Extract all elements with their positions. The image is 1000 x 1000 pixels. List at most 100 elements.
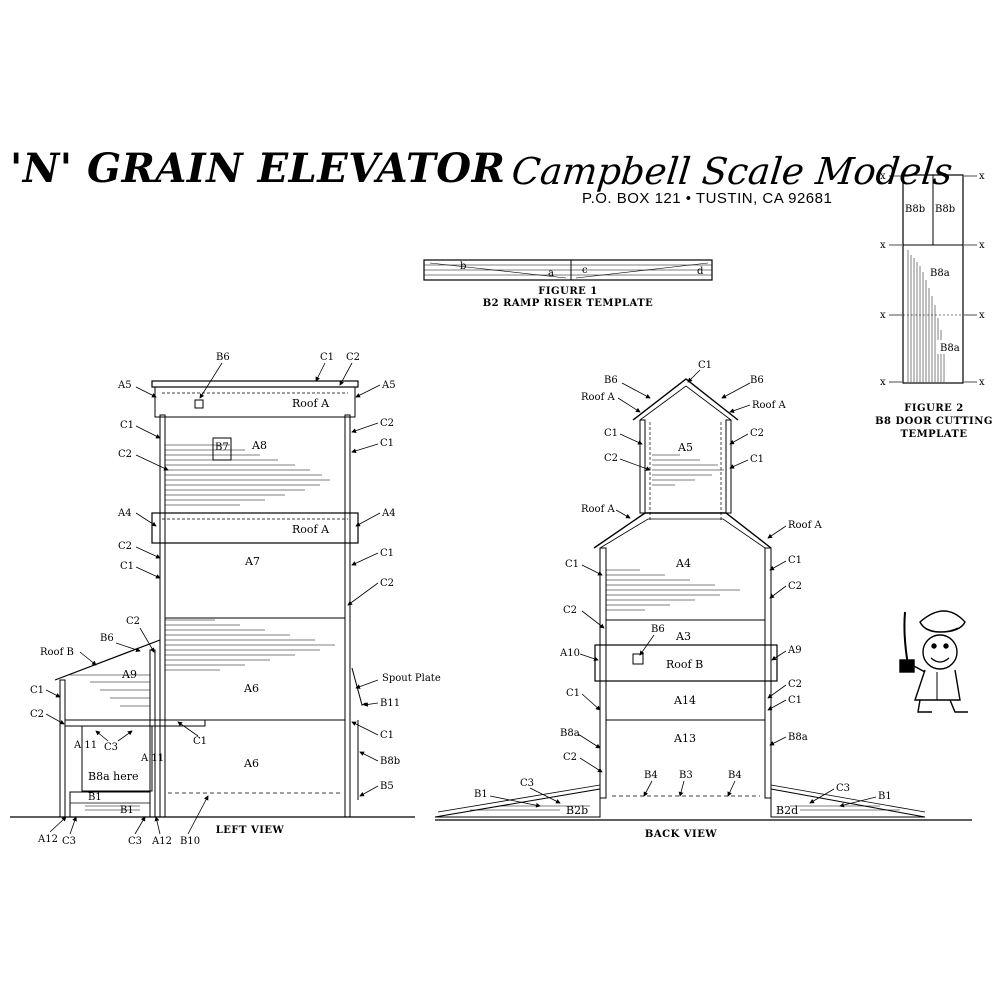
bv-caption: BACK VIEW <box>645 829 717 840</box>
lv-c2-l1: C2 <box>118 449 132 460</box>
lv-b6-low: B6 <box>100 633 114 644</box>
lv-c3-mid: C3 <box>128 836 142 847</box>
lv-a8: A8 <box>251 439 267 452</box>
bv-a5: A5 <box>677 441 693 454</box>
bv-c2-r2: C2 <box>788 581 802 592</box>
left-view-hatching <box>70 444 335 811</box>
lv-b1-bottom: B1 <box>120 805 134 816</box>
left-view-labels: B6 C1 C2 A5 A5 Roof A C1 C2 B7 A8 C2 C1 … <box>30 352 441 847</box>
page-title: 'N' GRAIN ELEVATOR <box>10 145 506 192</box>
engineer-mascot-icon <box>899 610 968 713</box>
lv-c1-r2: C1 <box>380 548 394 559</box>
fig2-cell-b8a-upper: B8a <box>930 268 950 279</box>
bv-b6-mid: B6 <box>651 624 665 635</box>
fig2-x-2r: x <box>979 240 985 251</box>
bv-roof-a-l1: Roof A <box>581 392 615 403</box>
lv-c2-r2: C2 <box>380 578 394 589</box>
bv-b1-left: B1 <box>474 789 488 800</box>
fig1-label-c: c <box>582 265 588 276</box>
figure-2-door-cutting-template: B8b B8b B8a B8a x x x x x x x x FIGURE 2… <box>875 171 992 440</box>
bv-c1-l3: C1 <box>566 688 580 699</box>
lv-roof-a-top: Roof A <box>292 397 330 410</box>
fig2-x-3l: x <box>880 310 886 321</box>
bv-b3: B3 <box>679 770 693 781</box>
lv-a6-lower: A6 <box>243 757 259 770</box>
lv-caption: LEFT VIEW <box>216 825 285 836</box>
lv-a11-right: A 11 <box>140 753 164 764</box>
bv-c1-r1: C1 <box>750 454 764 465</box>
fig2-x-2l: x <box>880 240 886 251</box>
fig1-caption-1: FIGURE 1 <box>538 286 597 297</box>
bv-c2-r1: C2 <box>750 428 764 439</box>
lv-spout-plate: Spout Plate <box>382 673 441 684</box>
lv-a11-left: A 11 <box>73 740 97 751</box>
bv-b4-left: B4 <box>644 770 658 781</box>
lv-a12-mid: A12 <box>151 836 172 847</box>
fig2-x-1r: x <box>979 171 985 182</box>
lv-a4-right: A4 <box>381 508 396 519</box>
lv-b6-top: B6 <box>216 352 230 363</box>
bv-c2-l3: C2 <box>563 752 577 763</box>
bv-b8a-right: B8a <box>788 732 808 743</box>
lv-b1-top: B1 <box>88 792 102 803</box>
bv-a13: A13 <box>673 732 696 745</box>
lv-a7: A7 <box>244 555 260 568</box>
lv-a5-left: A5 <box>117 380 132 391</box>
bv-c1-l2: C1 <box>565 559 579 570</box>
bv-b2b: B2b <box>566 804 588 817</box>
bv-roof-a-r1: Roof A <box>752 400 786 411</box>
brand-address: P.O. BOX 121 • TUSTIN, CA 92681 <box>582 190 833 207</box>
lv-c1-top: C1 <box>320 352 334 363</box>
fig2-caption-1: FIGURE 2 <box>904 403 963 414</box>
lv-c1-mid: C1 <box>193 736 207 747</box>
lv-b8a-here: B8a here <box>88 770 139 783</box>
bv-a4: A4 <box>675 557 691 570</box>
fig2-x-1l: x <box>880 171 886 182</box>
lv-roof-b: Roof B <box>40 647 74 658</box>
fig2-caption-3: TEMPLATE <box>901 429 968 440</box>
fig2-cell-b8b-right: B8b <box>935 204 955 215</box>
lv-c3-left: C3 <box>62 836 76 847</box>
bv-a10: A10 <box>559 648 580 659</box>
back-view-drawing <box>434 378 972 821</box>
lv-a4-left: A4 <box>117 508 132 519</box>
left-view-leaders <box>45 362 381 835</box>
lv-c1-r1: C1 <box>380 438 394 449</box>
lv-b5: B5 <box>380 781 394 792</box>
left-view-drawing <box>10 380 415 818</box>
lv-a12-left: A12 <box>37 834 58 845</box>
bv-a9: A9 <box>787 645 802 656</box>
lv-c2-l4: C2 <box>30 709 44 720</box>
fig2-x-4l: x <box>880 377 886 388</box>
fig2-x-4r: x <box>979 377 985 388</box>
lv-a5-right: A5 <box>381 380 396 391</box>
bv-roof-a-r2: Roof A <box>788 520 822 531</box>
lv-c1-l2: C1 <box>120 561 134 572</box>
fig2-cell-b8b-left: B8b <box>905 204 925 215</box>
lv-b10: B10 <box>180 836 200 847</box>
bv-c2-l2: C2 <box>563 605 577 616</box>
fig1-label-a: a <box>548 268 554 279</box>
lv-b11: B11 <box>380 698 400 709</box>
back-view-hatching <box>470 454 900 811</box>
bv-c2-r3: C2 <box>788 679 802 690</box>
bv-c3-right: C3 <box>836 783 850 794</box>
fig2-x-3r: x <box>979 310 985 321</box>
bv-roof-a-l2: Roof A <box>581 504 615 515</box>
bv-b8a-left: B8a <box>560 728 580 739</box>
lv-b7: B7 <box>215 442 229 453</box>
lv-c1-r3: C1 <box>380 730 394 741</box>
lv-c2-l3: C2 <box>126 616 140 627</box>
back-view-leaders <box>489 369 877 808</box>
lv-c1-l3: C1 <box>30 685 44 696</box>
bv-b6-left: B6 <box>604 375 618 386</box>
lv-roof-a-mid: Roof A <box>292 523 330 536</box>
lv-b8b: B8b <box>380 756 400 767</box>
bv-c2-l1: C2 <box>604 453 618 464</box>
fig1-label-d: d <box>697 266 704 277</box>
lv-c2-l2: C2 <box>118 541 132 552</box>
lv-c2-r1: C2 <box>380 418 394 429</box>
bv-b6-right: B6 <box>750 375 764 386</box>
